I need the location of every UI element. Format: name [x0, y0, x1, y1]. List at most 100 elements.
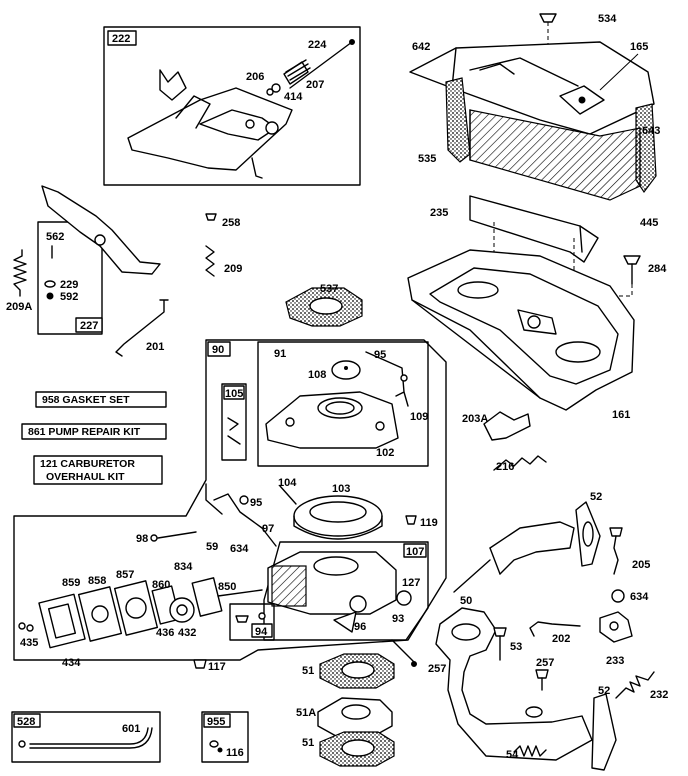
- label-528: 528: [17, 716, 35, 728]
- bracket-233: [599, 611, 633, 643]
- choke-lever: [41, 185, 161, 275]
- fuel-line-box: 528 601: [11, 711, 161, 763]
- label-227: 227: [80, 320, 98, 332]
- spring-232: [615, 671, 655, 699]
- label-436: 436: [156, 627, 174, 639]
- label-116: 116: [226, 747, 244, 759]
- label-119: 119: [420, 517, 438, 529]
- label-117: 117: [208, 661, 226, 673]
- label-203a: 203A: [462, 413, 488, 425]
- carb-kit-box: [33, 455, 163, 485]
- label-51b: 51A: [296, 707, 316, 719]
- carb-group-outline: [13, 339, 447, 661]
- label-52a: 52: [590, 491, 602, 503]
- label-634a: 634: [230, 543, 249, 555]
- fuel-line-601: [29, 727, 149, 745]
- label-94: 94: [255, 626, 268, 638]
- wing-nut-534: [539, 13, 557, 23]
- label-232: 232: [650, 689, 668, 701]
- pump-diaphragm-432: [169, 597, 195, 623]
- label-642: 642: [412, 41, 430, 53]
- label-233: 233: [606, 655, 624, 667]
- pump-gasket-859: [38, 593, 86, 649]
- label-104: 104: [278, 477, 297, 489]
- gasket-52-lower: [591, 693, 617, 771]
- link-202: [529, 621, 581, 637]
- governor-assembly-box: 222 224 206 207 414: [103, 26, 361, 186]
- label-202: 202: [552, 633, 570, 645]
- label-206: 206: [246, 71, 264, 83]
- throttle-cable: [289, 41, 353, 89]
- label-109: 109: [410, 411, 428, 423]
- spring-209: [205, 245, 215, 277]
- air-cleaner-base: [407, 249, 635, 411]
- intake-gaskets: 51 51A 51: [296, 653, 395, 767]
- box-tag-222: [107, 30, 137, 46]
- governor-bracket-plate: [127, 87, 293, 171]
- label-643: 643: [642, 125, 660, 137]
- label-284: 284: [648, 263, 667, 275]
- gasket-set-box: [35, 391, 167, 408]
- spring-209a: [13, 249, 27, 297]
- label-432: 432: [178, 627, 196, 639]
- label-205: 205: [632, 559, 650, 571]
- label-59: 59: [206, 541, 218, 553]
- label-102: 102: [376, 447, 394, 459]
- label-435: 435: [20, 637, 38, 649]
- label-537: 537: [320, 283, 338, 295]
- label-258: 258: [222, 217, 240, 229]
- label-434: 434: [62, 657, 81, 669]
- label-90: 90: [212, 344, 224, 356]
- label-857: 857: [116, 569, 134, 581]
- label-834: 834: [174, 561, 193, 573]
- label-445: 445: [640, 217, 658, 229]
- carb-upper-body: [265, 391, 399, 449]
- exhaust-pipe-upper: [489, 521, 575, 575]
- label-216: 216: [496, 461, 514, 473]
- screw-104: [279, 485, 297, 505]
- label-98: 98: [136, 533, 148, 545]
- label-51c: 51: [302, 737, 314, 749]
- label-859: 859: [62, 577, 80, 589]
- label-108: 108: [308, 369, 326, 381]
- label-161: 161: [612, 409, 630, 421]
- muffler-body-50: [435, 607, 593, 761]
- screw-258: [205, 213, 217, 221]
- label-91: 91: [274, 348, 286, 360]
- label-97: 97: [262, 523, 274, 535]
- label-535: 535: [418, 153, 436, 165]
- label-414: 414: [284, 91, 303, 103]
- pump-plate-834: [191, 577, 223, 617]
- box-955: 955 116: [201, 711, 249, 763]
- label-634b: 634: [630, 591, 649, 603]
- spring-216: [493, 455, 547, 471]
- carb-kit-text-2: OVERHAUL KIT: [46, 471, 125, 483]
- label-54: 54: [506, 749, 519, 761]
- label-235: 235: [430, 207, 448, 219]
- label-127: 127: [402, 577, 420, 589]
- governor-link-201: [115, 299, 169, 357]
- label-534: 534: [598, 13, 617, 25]
- label-95b: 95: [250, 497, 262, 509]
- screw-119: [405, 515, 417, 525]
- nut-634: [611, 589, 625, 603]
- label-95a: 95: [374, 349, 386, 361]
- choke-link-box: 562 229 592 227 209A: [6, 185, 161, 335]
- label-209: 209: [224, 263, 242, 275]
- label-209a: 209A: [6, 301, 32, 313]
- label-860: 860: [152, 579, 170, 591]
- foam-pre-cleaner: [445, 77, 471, 163]
- air-cleaner-assembly: 534 642 165 643 535 445 235 284: [407, 13, 667, 421]
- kits-legend: 958 GASKET SET 861 PUMP REPAIR KIT 121 C…: [21, 391, 167, 485]
- check-valve-105: [227, 417, 241, 445]
- label-257b: 257: [536, 657, 554, 669]
- throttle-shaft: [213, 493, 277, 547]
- plug-127: [396, 590, 412, 606]
- idle-screw-98: [157, 531, 197, 539]
- exhaust-assembly: 52 50 52 54 205 634 233 232 202 53 257: [435, 491, 668, 771]
- label-222: 222: [112, 33, 130, 45]
- label-601: 601: [122, 723, 140, 735]
- label-592: 592: [60, 291, 78, 303]
- screw-53: [493, 627, 507, 637]
